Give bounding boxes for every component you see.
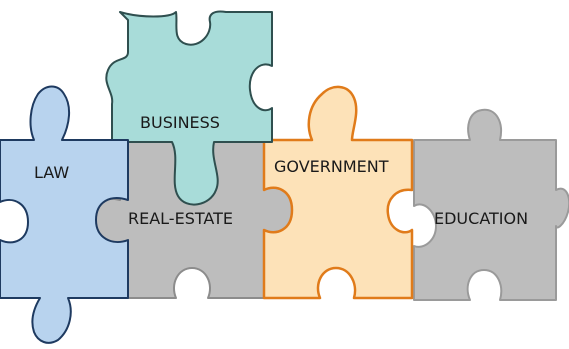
real-estate-label: REAL-ESTATE: [128, 209, 233, 228]
law-label: LAW: [34, 163, 69, 182]
government-label: GOVERNMENT: [274, 157, 389, 176]
government-piece: [262, 85, 414, 300]
business-label: BUSINESS: [140, 113, 220, 132]
business-piece: [105, 10, 273, 206]
law-piece: [0, 85, 129, 344]
education-label: EDUCATION: [434, 209, 528, 228]
education-piece: [413, 108, 569, 301]
